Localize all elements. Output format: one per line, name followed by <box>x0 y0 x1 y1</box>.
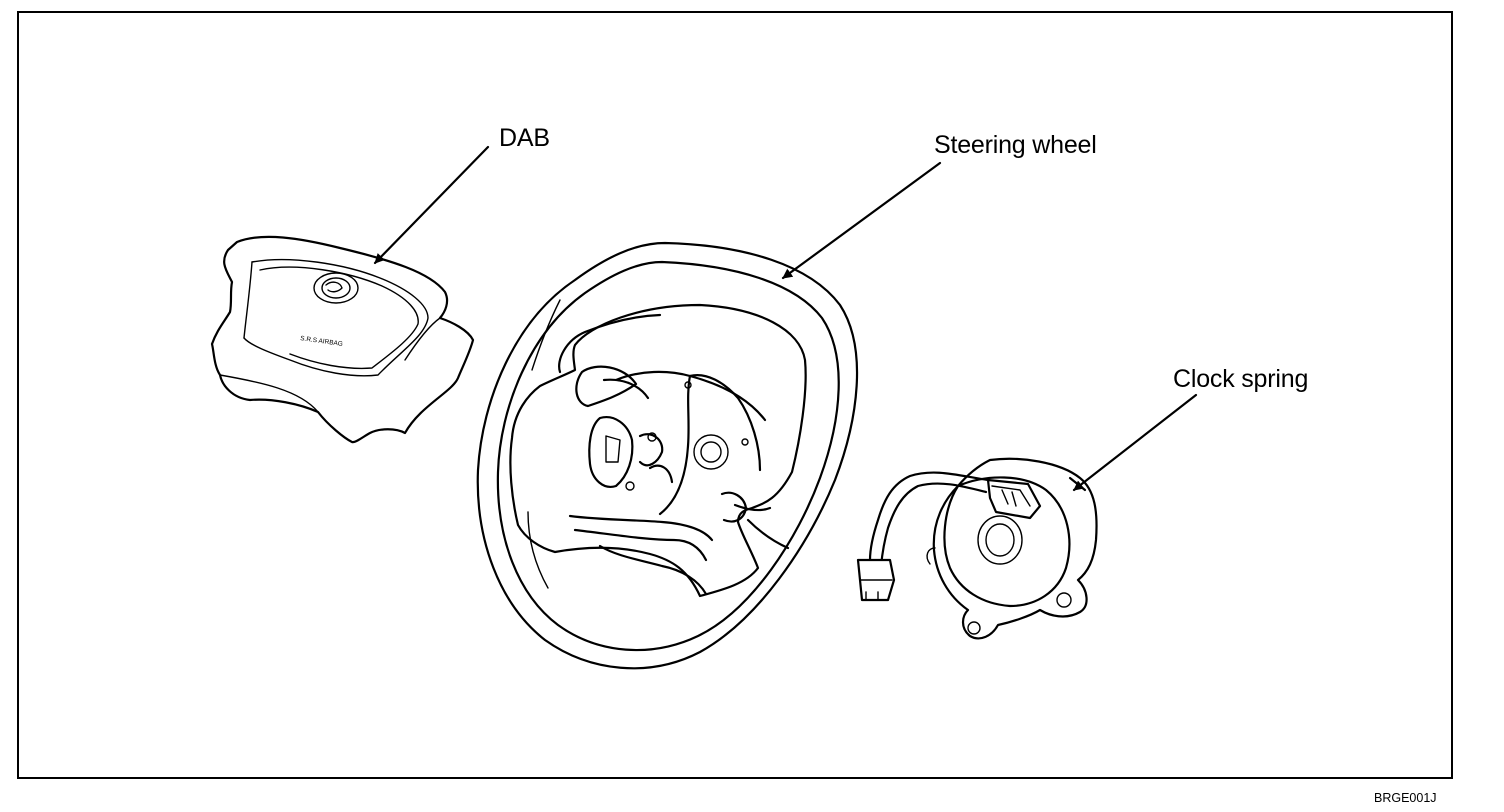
figure-frame <box>17 11 1453 779</box>
airbag-module: S.R.S AIRBAG <box>210 235 475 444</box>
dab-leader-arrow <box>373 145 490 265</box>
figure-code: BRGE001J <box>1374 791 1437 805</box>
steering-wheel <box>476 241 859 670</box>
clock-spring-leader-arrow <box>1072 393 1198 492</box>
dab-label: DAB <box>499 124 550 152</box>
steering-wheel-label: Steering wheel <box>934 131 1097 159</box>
clock-spring-label: Clock spring <box>1173 365 1309 393</box>
steering-wheel-leader-arrow <box>781 161 942 280</box>
clock-spring <box>856 457 1098 640</box>
